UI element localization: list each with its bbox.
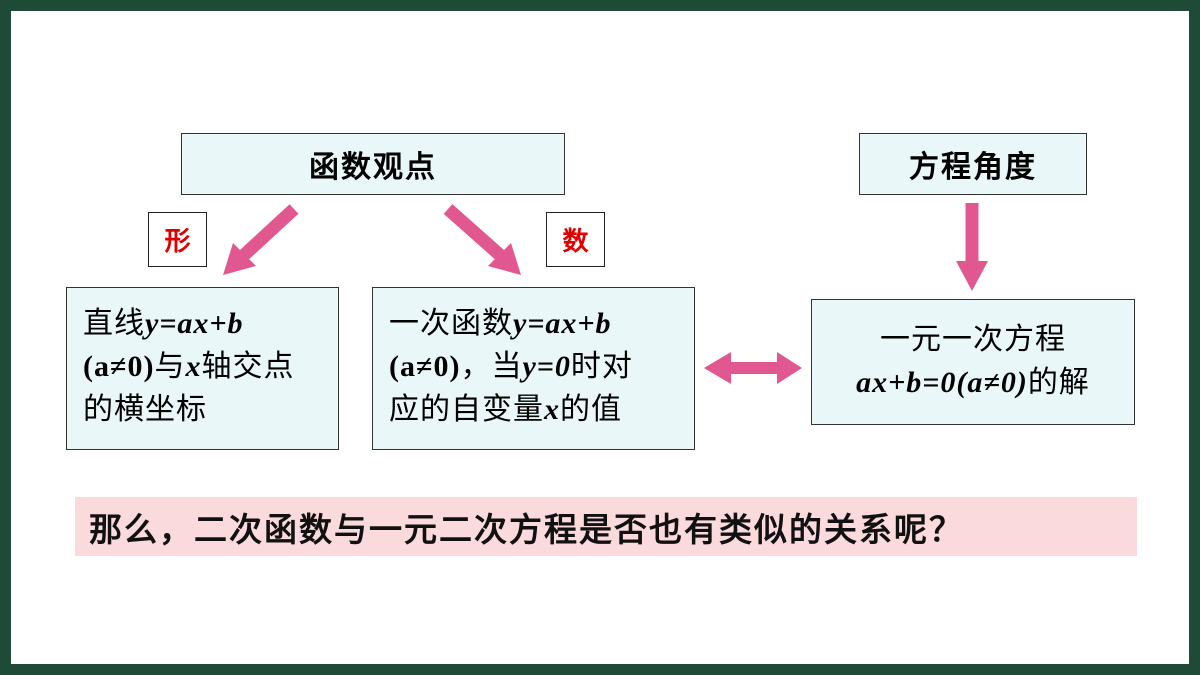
function-view-label: 函数观点: [309, 150, 437, 185]
arrow-to-shape: [223, 204, 299, 275]
func-box-x-var: x: [544, 393, 560, 426]
equation-view-label: 方程角度: [909, 150, 1037, 185]
func-box-row-1: 一次函数y=ax+b: [389, 302, 684, 345]
number-tag-label: 数: [562, 227, 589, 257]
eq-box-text-2: 的解: [1027, 365, 1090, 400]
line-box-axis-var: x: [185, 350, 202, 383]
arrow-to-number: [443, 204, 521, 275]
shape-tag-label: 形: [164, 227, 191, 257]
eq-box-text-1: 一元一次方程: [880, 322, 1066, 357]
func-box-text-1: 一次函数: [389, 306, 513, 341]
linear-equation-box: 一元一次方程 ax+b=0(a≠0)的解: [811, 299, 1135, 425]
slide: 函数观点 方程角度 形 数 直线y=ax+b (a≠0)与x轴交点 的横坐标 一…: [11, 11, 1189, 664]
line-intersection-box: 直线y=ax+b (a≠0)与x轴交点 的横坐标: [66, 287, 339, 450]
func-box-text-4: 应的自变量: [389, 392, 544, 427]
eq-box-row-1: 一元一次方程: [812, 318, 1134, 361]
line-box-row-2: (a≠0)与x轴交点: [83, 345, 328, 388]
eq-box-formula: ax+b=0(a≠0): [856, 366, 1028, 399]
eq-box-row-2: ax+b=0(a≠0)的解: [812, 361, 1134, 404]
number-tag: 数: [546, 212, 605, 267]
func-box-formula: y=ax+b: [513, 307, 612, 340]
line-box-text-2: 与: [154, 349, 186, 384]
linear-function-box: 一次函数y=ax+b (a≠0)，当y=0时对 应的自变量x的值: [372, 287, 695, 450]
func-box-row-3: 应的自变量x的值: [389, 388, 684, 431]
line-box-row-3: 的横坐标: [83, 388, 328, 431]
function-view-box: 函数观点: [181, 133, 565, 195]
func-box-row-2: (a≠0)，当y=0时对: [389, 345, 684, 388]
line-box-formula: y=ax+b: [145, 307, 244, 340]
equation-view-box: 方程角度: [859, 133, 1087, 195]
arrow-to-equation: [956, 203, 988, 291]
func-box-text-3: 时对: [570, 349, 633, 384]
func-box-condition: (a≠0): [389, 350, 461, 383]
question-banner: 那么，二次函数与一元二次方程是否也有类似的关系呢？: [75, 497, 1137, 556]
line-box-condition: (a≠0): [83, 350, 155, 383]
func-box-y-zero: y=0: [522, 350, 571, 383]
func-box-text-2: ，当: [460, 349, 523, 384]
func-box-text-5: 的值: [560, 392, 622, 427]
line-box-text-1: 直线: [83, 306, 145, 341]
shape-tag: 形: [148, 212, 207, 267]
line-box-text-3: 轴交点: [201, 349, 295, 384]
arrows-layer: [223, 203, 988, 384]
double-arrow: [704, 352, 802, 384]
question-text: 那么，二次函数与一元二次方程是否也有类似的关系呢？: [89, 509, 964, 549]
line-box-row-1: 直线y=ax+b: [83, 302, 328, 345]
line-box-text-4: 的横坐标: [83, 392, 207, 427]
